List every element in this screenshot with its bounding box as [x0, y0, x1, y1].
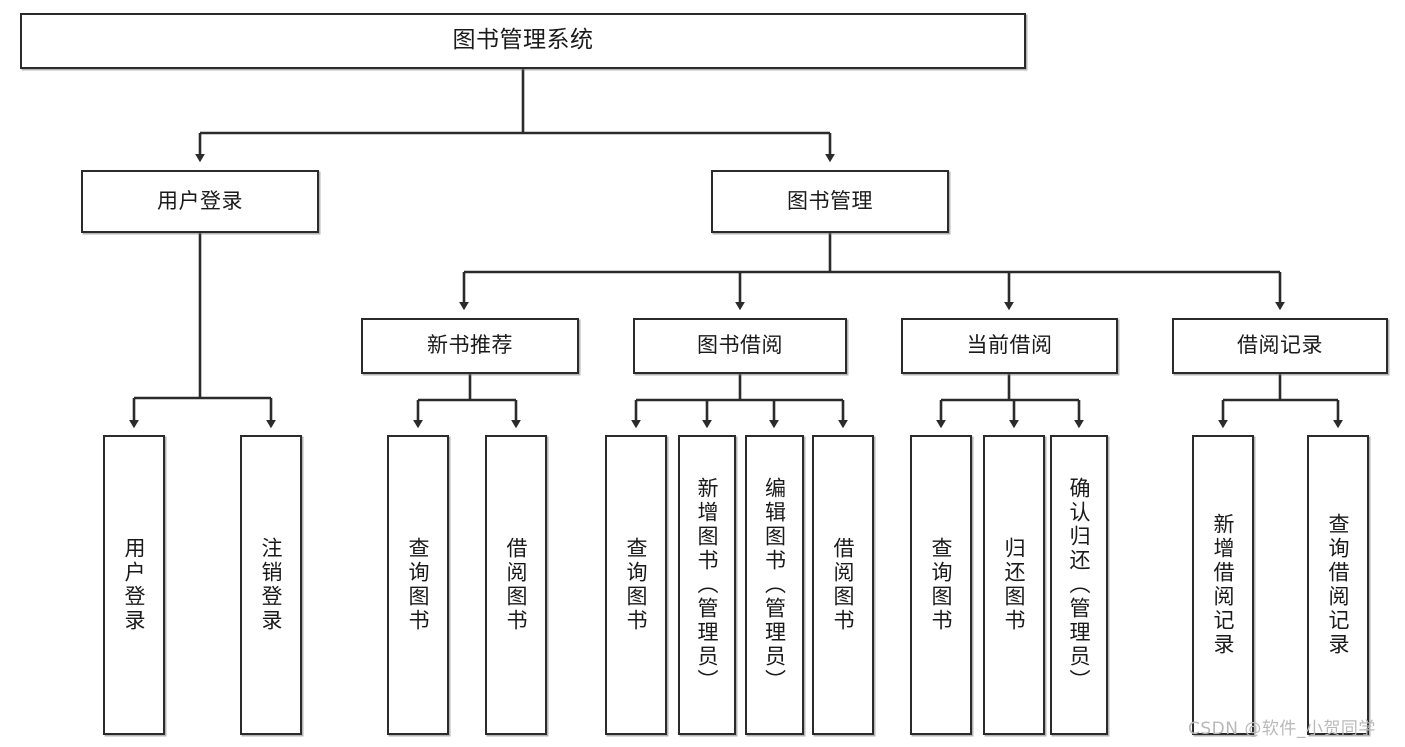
node-leaf-bb-add-book[interactable]: 新增图书（管理员） [678, 435, 736, 735]
node-current-borrow-label: 当前借阅 [966, 333, 1053, 358]
node-leaf-rec-borrow-book-label: 借阅图书 [504, 537, 529, 633]
node-leaf-cb-query-book[interactable]: 查询图书 [910, 435, 972, 735]
node-leaf-br-query-record-label: 查询借阅记录 [1326, 513, 1351, 657]
node-book-borrow-label: 图书借阅 [697, 333, 783, 358]
node-leaf-rec-query-book[interactable]: 查询图书 [387, 435, 449, 735]
node-borrow-record[interactable]: 借阅记录 [1172, 318, 1388, 374]
node-leaf-cb-query-book-label: 查询图书 [929, 537, 954, 633]
node-leaf-user-login-label: 用户登录 [122, 537, 147, 633]
node-leaf-br-query-record[interactable]: 查询借阅记录 [1307, 435, 1369, 735]
node-leaf-bb-edit-book[interactable]: 编辑图书（管理员） [745, 435, 804, 735]
node-leaf-rec-borrow-book[interactable]: 借阅图书 [485, 435, 547, 735]
node-user-login-label: 用户登录 [157, 188, 243, 213]
node-current-borrow[interactable]: 当前借阅 [901, 318, 1118, 374]
node-book-borrow[interactable]: 图书借阅 [633, 318, 847, 374]
node-leaf-bb-query-book[interactable]: 查询图书 [605, 435, 667, 735]
node-leaf-bb-borrow-book[interactable]: 借阅图书 [812, 435, 874, 735]
node-leaf-bb-add-book-label: 新增图书（管理员） [695, 477, 720, 693]
node-leaf-cb-return-book-label: 归还图书 [1002, 537, 1027, 633]
node-new-book-rec[interactable]: 新书推荐 [361, 318, 579, 374]
node-leaf-cb-confirm-return[interactable]: 确认归还（管理员） [1050, 435, 1108, 735]
node-root[interactable]: 图书管理系统 [20, 13, 1026, 69]
node-user-login[interactable]: 用户登录 [81, 170, 319, 233]
node-leaf-bb-edit-book-label: 编辑图书（管理员） [762, 477, 787, 693]
node-leaf-bb-query-book-label: 查询图书 [624, 537, 649, 633]
node-leaf-user-logout-label: 注销登录 [259, 537, 284, 633]
node-leaf-cb-confirm-return-label: 确认归还（管理员） [1067, 477, 1092, 693]
node-root-label: 图书管理系统 [452, 27, 594, 54]
node-leaf-user-login[interactable]: 用户登录 [103, 435, 165, 735]
node-leaf-br-add-record[interactable]: 新增借阅记录 [1192, 435, 1254, 735]
node-borrow-record-label: 借阅记录 [1237, 333, 1323, 358]
csdn-watermark: CSDN @软件_小贺同学 [1188, 719, 1376, 739]
node-leaf-bb-borrow-book-label: 借阅图书 [831, 537, 856, 633]
node-book-manage[interactable]: 图书管理 [711, 170, 949, 233]
node-book-manage-label: 图书管理 [787, 188, 873, 213]
node-new-book-rec-label: 新书推荐 [427, 333, 513, 358]
node-leaf-br-add-record-label: 新增借阅记录 [1211, 513, 1236, 657]
node-leaf-user-logout[interactable]: 注销登录 [240, 435, 302, 735]
node-leaf-cb-return-book[interactable]: 归还图书 [983, 435, 1045, 735]
node-leaf-rec-query-book-label: 查询图书 [406, 537, 431, 633]
